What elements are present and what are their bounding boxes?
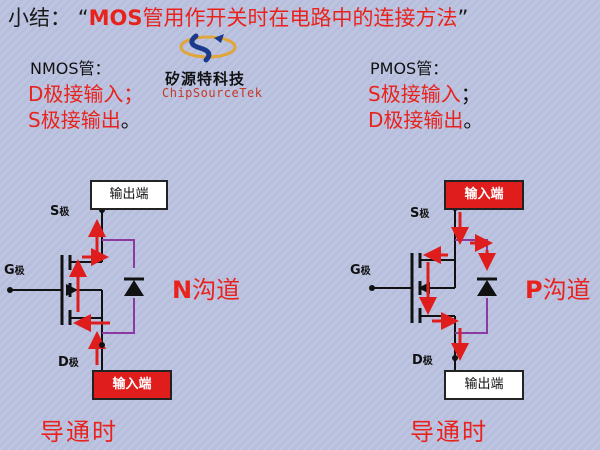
- nmos-drain-node: [99, 342, 105, 348]
- pmos-gate-suffix: 极: [360, 266, 371, 277]
- nmos-heading: NMOS管：: [30, 59, 111, 78]
- pmos-heading: PMOS管：: [370, 59, 449, 78]
- pmos-rule-1: S极接输入；: [368, 78, 481, 107]
- nmos-drain-label: D极: [58, 354, 79, 370]
- nmos-diode-top-wire: [102, 239, 135, 268]
- pmos-rule-2-tail: 。: [463, 108, 484, 132]
- nmos-state-label: 导通时: [40, 418, 118, 446]
- nmos-gate-suffix: 极: [14, 266, 25, 277]
- pmos-channel-label: P沟道: [525, 270, 591, 305]
- title-close-quote: ”: [457, 6, 469, 30]
- nmos-diode-triangle: [124, 280, 144, 296]
- pmos-top-terminal: 输入端: [444, 180, 524, 210]
- nmos-rule-1: D极接输入；: [28, 78, 143, 107]
- nmos-channel-letter: N: [172, 276, 193, 304]
- nmos-rule-2-text: S极接输出: [28, 108, 121, 132]
- title-rest: 管用作开关时在电路中的连接方法: [142, 6, 458, 30]
- page-title: 小结： “MOS管用作开关时在电路中的连接方法”: [8, 2, 468, 32]
- pmos-drain-node: [452, 355, 458, 361]
- nmos-source-label: S极: [50, 203, 69, 219]
- nmos-source-suffix: 极: [59, 207, 70, 218]
- nmos-gate-letter: G: [4, 263, 15, 278]
- pmos-state-label: 导通时: [410, 418, 488, 446]
- pmos-drain-label: D极: [412, 352, 433, 368]
- nmos-rule-1-tail: ；: [123, 82, 144, 106]
- pmos-source-suffix: 极: [419, 209, 430, 220]
- nmos-source-letter: S: [50, 204, 60, 219]
- nmos-drain-suffix: 极: [68, 358, 79, 369]
- pmos-circuit: [369, 205, 497, 370]
- nmos-rule-2: S极接输出。: [28, 104, 141, 133]
- nmos-channel-word: 沟道: [192, 276, 241, 304]
- pmos-rule-1-tail: ；: [460, 82, 481, 106]
- pmos-gate-label: G极: [350, 262, 371, 278]
- pmos-channel-letter: P: [525, 276, 543, 304]
- nmos-drain-letter: D: [58, 355, 69, 370]
- pmos-rule-1-text: S极接输入: [368, 82, 461, 106]
- pmos-source-label: S极: [410, 205, 429, 221]
- nmos-rule-2-tail: 。: [120, 108, 141, 132]
- nmos-diode-bottom-wire: [102, 298, 135, 334]
- pmos-drain-suffix: 极: [422, 356, 433, 367]
- pmos-gate-letter: G: [350, 263, 361, 278]
- pmos-gate-node: [369, 285, 375, 291]
- nmos-top-terminal: 输出端: [90, 180, 168, 210]
- logo-name: 矽源特科技: [165, 70, 246, 88]
- nmos-circuit: [7, 207, 144, 370]
- nmos-rule-1-text: D极接输入: [28, 82, 124, 106]
- pmos-rule-2: D极接输出。: [368, 104, 483, 133]
- logo-subtitle: ChipSourceTek: [162, 86, 263, 100]
- nmos-gate-label: G极: [4, 262, 25, 278]
- pmos-bottom-terminal: 输出端: [444, 370, 524, 400]
- title-open-quote: “: [77, 6, 89, 30]
- pmos-drain-letter: D: [412, 353, 423, 368]
- pmos-diode-triangle: [477, 280, 497, 296]
- nmos-gate-node: [7, 287, 13, 293]
- title-mos: MOS: [88, 6, 143, 30]
- pmos-rule-2-text: D极接输出: [368, 108, 464, 132]
- pmos-channel-word: 沟道: [542, 276, 591, 304]
- title-prefix: 小结：: [8, 6, 71, 30]
- nmos-channel-label: N沟道: [172, 270, 240, 305]
- pmos-diode-bottom-wire: [455, 298, 488, 334]
- pmos-source-letter: S: [410, 206, 420, 221]
- nmos-bottom-terminal: 输入端: [92, 370, 172, 400]
